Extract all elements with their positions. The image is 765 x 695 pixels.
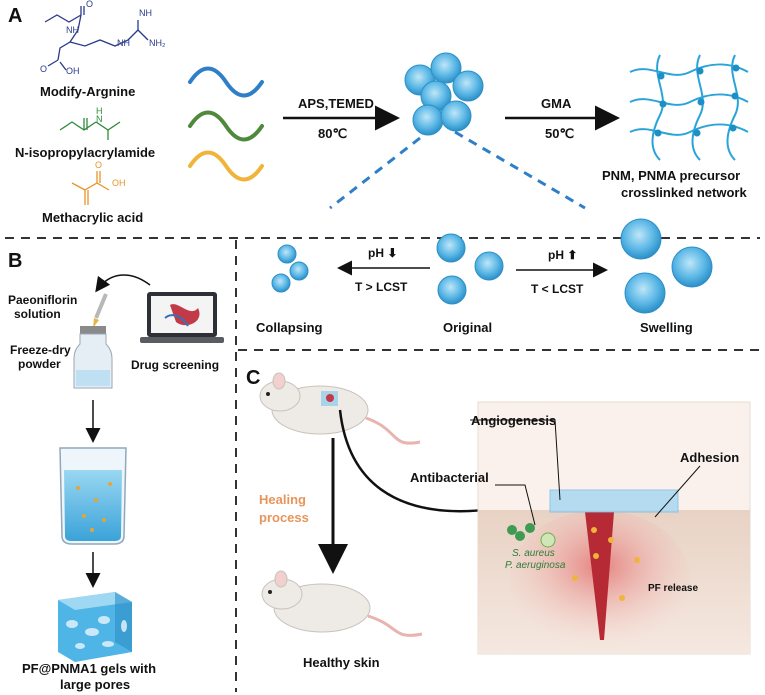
network-label-line2: crosslinked network <box>621 185 747 200</box>
methacrylic-acid-structure <box>71 171 110 205</box>
step2-temp-label: 50℃ <box>545 126 575 141</box>
green-chain <box>188 110 264 142</box>
paeoniflorin-label-line1: Paeoniflorin <box>8 293 78 307</box>
atom-label: NH <box>117 38 130 48</box>
vial-icon <box>73 326 113 389</box>
panel-b-label: B <box>8 250 23 272</box>
healing-label-line1: Healing <box>259 492 306 507</box>
atom-label: O <box>40 64 48 74</box>
wound-cross-section <box>477 401 751 655</box>
collapsed-microgels <box>271 244 309 293</box>
paeoniflorin-label-line2: solution <box>14 307 61 321</box>
modified-arginine-structure <box>44 6 149 71</box>
pipette-icon <box>93 293 108 328</box>
blue-chain <box>188 66 264 98</box>
original-microgels <box>436 233 504 305</box>
mouse-wounded <box>259 372 421 445</box>
ph-up-label: pH ⬆ <box>548 248 578 262</box>
gel-label-line1: PF@PNMA1 gels with <box>22 661 157 676</box>
atom-label: OH <box>66 66 80 76</box>
panel-c-label: C <box>246 367 261 389</box>
monomer-arginine-label: Modify-Argnine <box>40 84 136 99</box>
step1-temp-label: 80℃ <box>318 126 348 141</box>
pf-release-label: PF release <box>648 583 699 594</box>
step1-reagent-label: APS,TEMED <box>298 96 374 111</box>
monomer-maa-label: Methacrylic acid <box>42 210 144 225</box>
state-original-label: Original <box>443 320 493 335</box>
t-low-label: T < LCST <box>531 282 584 296</box>
atom-label: NH <box>66 25 79 35</box>
atom-label: NH <box>139 8 152 18</box>
atom-label: H <box>96 106 103 116</box>
state-swelling-label: Swelling <box>640 320 693 335</box>
freeze-dry-label-line1: Freeze-dry <box>10 343 71 357</box>
drug-screening-label: Drug screening <box>131 358 220 372</box>
ph-down-label: pH ⬇ <box>368 246 398 260</box>
s-aureus-label: S. aureus <box>512 548 555 559</box>
yellow-chain <box>188 150 264 182</box>
panel-a-label: A <box>8 5 23 27</box>
beaker-icon <box>59 447 127 545</box>
callout-lines <box>470 419 701 526</box>
step2-reagent-label: GMA <box>541 96 572 111</box>
freeze-dry-label-line2: powder <box>18 357 61 371</box>
n-isopropylacrylamide-structure <box>59 118 121 140</box>
t-high-label: T > LCST <box>355 280 408 294</box>
bacteria-icons <box>507 523 556 548</box>
zoom-to-wound-arrow <box>338 409 505 524</box>
state-collapsing-label: Collapsing <box>256 320 323 335</box>
gel-label-line2: large pores <box>60 677 131 692</box>
atom-label: O <box>95 160 103 170</box>
network-label-line1: PNM, PNMA precursor <box>602 168 741 183</box>
adhesion-label: Adhesion <box>680 450 740 465</box>
zoom-lines <box>329 130 586 210</box>
angiogenesis-label: Angiogenesis <box>471 413 557 428</box>
hydrogel-patch <box>549 489 679 513</box>
healing-label-line2: process <box>259 510 309 525</box>
atom-label: N <box>96 114 103 124</box>
swollen-microgels <box>620 218 713 314</box>
monomer-nipam-label: N-isopropylacrylamide <box>15 145 156 160</box>
crosslinked-network <box>629 54 749 161</box>
healthy-skin-label: Healthy skin <box>303 655 380 670</box>
antibacterial-label: Antibacterial <box>410 470 489 485</box>
microgel-cluster <box>404 52 484 136</box>
polymer-chains <box>188 66 264 182</box>
atom-label: NH₂ <box>149 38 166 48</box>
screening-arrow <box>95 274 151 293</box>
porous-gel-cube <box>58 592 132 662</box>
laptop-icon <box>140 292 224 343</box>
p-aeruginosa-label: P. aeruginosa <box>505 560 566 571</box>
network-nodes <box>654 64 740 137</box>
atom-label: O <box>86 0 94 9</box>
atom-label: OH <box>112 178 126 188</box>
mouse-healthy <box>261 570 423 637</box>
